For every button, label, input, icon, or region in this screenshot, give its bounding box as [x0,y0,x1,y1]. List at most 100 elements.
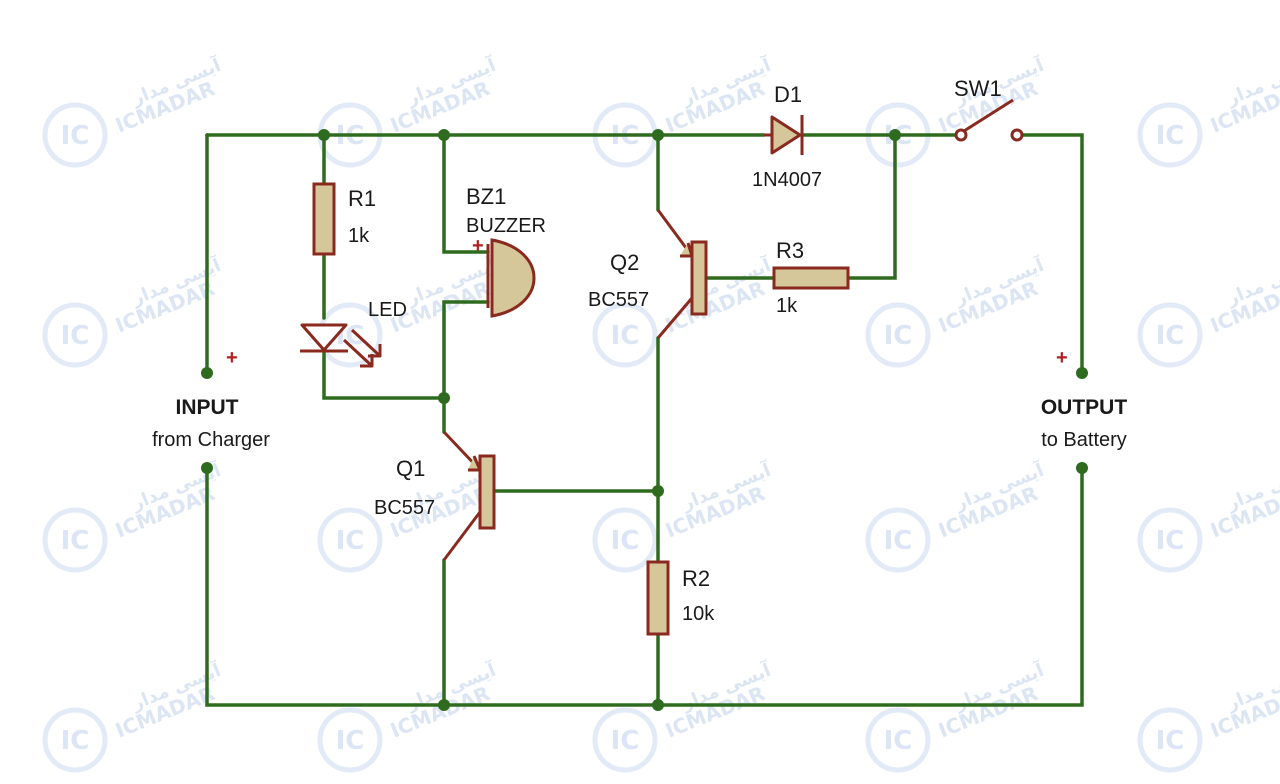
watermark-logo-icon [317,707,383,773]
led-symbol [300,323,382,368]
q1-value-label: BC557 [374,497,435,519]
watermark-logo-text: IC [1156,121,1185,151]
q2-value-label: BC557 [588,289,649,311]
watermark-logo-text: IC [1156,321,1185,351]
watermark-logo-icon [592,302,658,368]
junctions [201,129,1088,711]
junction-dot [438,699,450,711]
ground-rail-wire [205,466,1084,707]
watermark-logo-icon [865,707,931,773]
watermark-logo-icon [317,507,383,573]
watermark-logo-text: IC [336,526,365,556]
r1-value-label: 1k [348,225,370,247]
output-subtitle: to Battery [1041,429,1127,451]
wires [205,133,1084,707]
transistor-q1 [442,430,496,561]
buzzer-negative-wire [442,300,490,400]
r3-ref-label: R3 [776,238,804,263]
watermark-logo-text: IC [611,726,640,756]
watermark-logo-text: IC [336,726,365,756]
led-label: LED [368,299,407,321]
input-title: INPUT [176,396,239,419]
r2-ref-label: R2 [682,566,710,591]
watermark-logo-text: IC [611,321,640,351]
q1-ref-label: Q1 [396,456,425,481]
transistor-q2 [656,209,708,339]
junction-dot [438,129,450,141]
buzzer-plus-sign: + [472,235,484,257]
watermark-logo-text: IC [1156,726,1185,756]
resistor-r2 [646,560,670,636]
watermark-logo-text: IC [61,321,90,351]
resistor-r1 [312,182,336,256]
watermark-logo-icon [865,507,931,573]
junction-dot [652,699,664,711]
watermark-logo-icon [42,707,108,773]
sw1-ref-label: SW1 [954,76,1002,101]
watermark-logo-text: IC [61,526,90,556]
bz1-value-label: BUZZER [466,215,546,237]
watermark-logo-icon [1137,707,1203,773]
q2-ref-label: Q2 [610,250,639,275]
output-title: OUTPUT [1041,396,1128,419]
watermark-logo-icon [42,302,108,368]
watermark-logo-icon [592,707,658,773]
watermark-logo-text: IC [1156,526,1185,556]
junction-dot [889,129,901,141]
watermark-logo-text: IC [61,121,90,151]
watermark-logo-text: IC [884,526,913,556]
led-to-q1-wire [322,350,446,400]
junction-dot [438,392,450,404]
junction-dot [318,129,330,141]
output-plus-sign: + [1056,347,1068,369]
watermark-logo-text: IC [884,321,913,351]
input-positive-terminal [201,367,213,379]
input-negative-terminal [201,462,213,474]
resistor-r3 [772,266,850,290]
r1-ref-label: R1 [348,186,376,211]
watermark-logo-icon [42,102,108,168]
watermark-logo-icon [865,302,931,368]
output-positive-terminal [1076,367,1088,379]
d1-value-label: 1N4007 [752,169,822,191]
switch-to-output-wire [1018,133,1084,375]
watermark-logo-icon [592,507,658,573]
buzzer-symbol [486,238,536,318]
switch-sw1 [954,98,1024,142]
r3-value-label: 1k [776,295,798,317]
watermark-logo-icon [1137,302,1203,368]
input-plus-sign: + [226,347,238,369]
watermark-logo-icon [42,507,108,573]
watermark-logo-text: IC [61,726,90,756]
junction-dot [652,129,664,141]
diode-d1 [764,115,804,155]
r2-value-label: 10k [682,603,715,625]
watermark-logo-text: IC [884,726,913,756]
buzzer-positive-wire [442,133,490,254]
d1-ref-label: D1 [774,82,802,107]
r3-to-diode-wire [846,133,897,280]
junction-dot [652,485,664,497]
watermark-logo-icon [1137,102,1203,168]
input-subtitle: from Charger [152,429,270,451]
watermark-logo-text: IC [611,526,640,556]
bz1-ref-label: BZ1 [466,184,506,209]
